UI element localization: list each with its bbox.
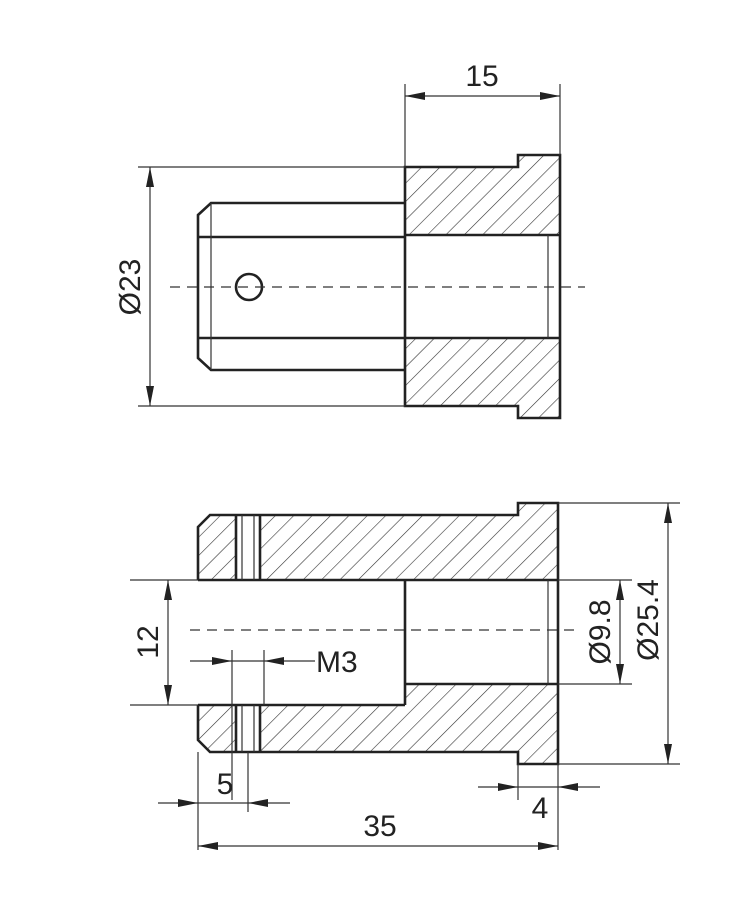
dim-5-text: 5 bbox=[217, 768, 234, 801]
bottom-upper-hatch-left bbox=[198, 515, 236, 580]
dim-9-8-arrow-bottom bbox=[616, 664, 624, 684]
dim-15-arrow-left bbox=[405, 92, 425, 100]
bottom-outer-outline bbox=[196, 501, 560, 766]
dim-23-text: Ø23 bbox=[114, 259, 147, 316]
bottom-upper-hatch-right bbox=[260, 503, 558, 580]
top-view: 15 Ø23 bbox=[114, 60, 585, 420]
dim-23-arrow-top bbox=[146, 167, 154, 187]
dim-4-arrow-left bbox=[498, 783, 518, 791]
dim-35-text: 35 bbox=[363, 810, 396, 843]
m3-text: M3 bbox=[316, 646, 358, 679]
dim-25-4-arrow-bottom bbox=[664, 744, 672, 764]
bottom-lower-hatch-left bbox=[198, 705, 236, 752]
dim-4-text: 4 bbox=[532, 792, 549, 825]
dim-12-arrow-top bbox=[164, 580, 172, 600]
dim-12-arrow-bottom bbox=[164, 685, 172, 705]
dim-35-arrow-left bbox=[198, 842, 218, 850]
dim-9-8-text: Ø9.8 bbox=[584, 599, 617, 664]
m3-arrow-left bbox=[212, 657, 232, 665]
dim-9-8-arrow-top bbox=[616, 580, 624, 600]
dim-23-arrow-bottom bbox=[146, 386, 154, 406]
dim-4-arrow-right bbox=[558, 783, 578, 791]
dim-25-4-text: Ø25.4 bbox=[632, 579, 665, 661]
top-upper-section-hatch bbox=[405, 155, 560, 235]
top-body-outline bbox=[403, 153, 562, 420]
dim-5-arrow-right bbox=[248, 799, 268, 807]
dim-35-arrow-right bbox=[538, 842, 558, 850]
bottom-lower-hatch-right bbox=[260, 684, 558, 764]
dim-25-4-arrow-top bbox=[664, 503, 672, 523]
dim-15-arrow-right bbox=[540, 92, 560, 100]
bottom-view: 12 M3 5 4 35 Ø9.8 bbox=[130, 501, 680, 850]
dim-5-arrow-left bbox=[178, 799, 198, 807]
m3-arrow-right bbox=[264, 657, 284, 665]
top-shaft-outline bbox=[196, 201, 405, 372]
dim-15-text: 15 bbox=[465, 60, 498, 93]
top-lower-section-hatch bbox=[405, 338, 560, 418]
dim-12-text: 12 bbox=[132, 625, 165, 658]
